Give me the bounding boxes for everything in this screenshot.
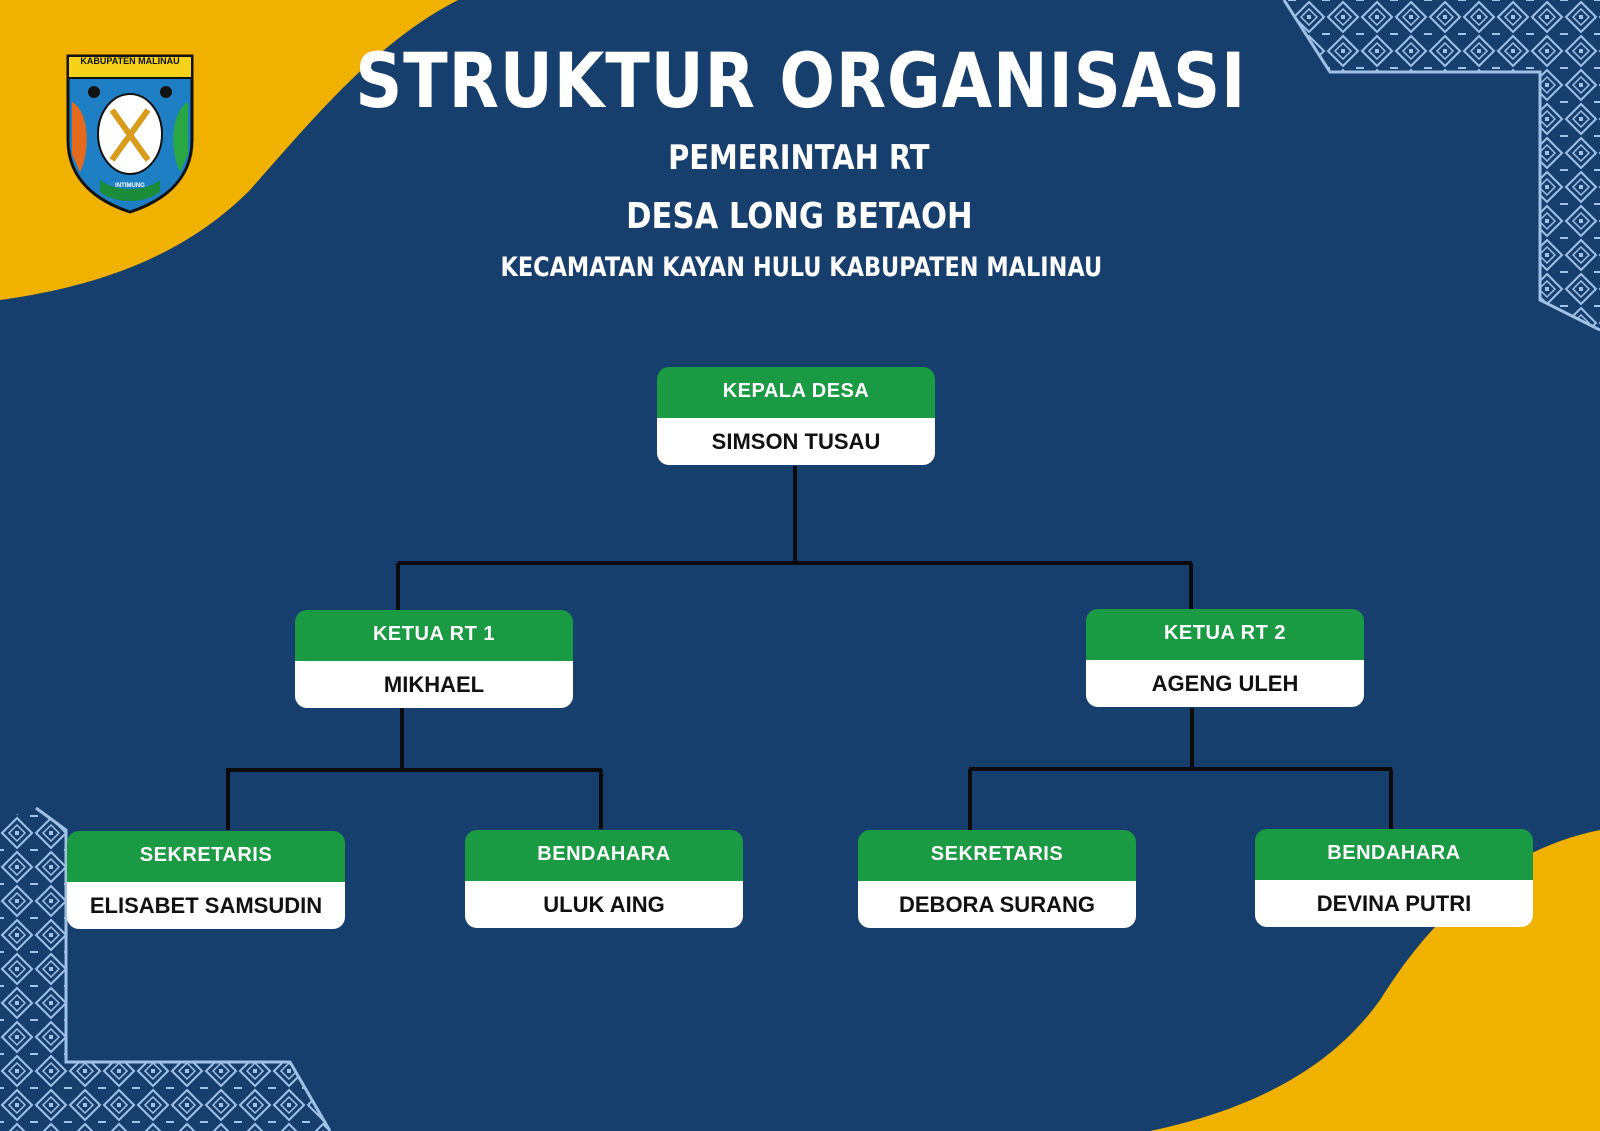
page-title: STRUKTUR ORGANISASI [355,36,1247,125]
subtitle-kecamatan: KECAMATAN KAYAN HULU KABUPATEN MALINAU [500,252,1103,283]
emblem-top-text: KABUPATEN MALINAU [80,56,180,66]
emblem-shield-icon [66,54,194,214]
emblem-bottom-text: INTIMUNG [115,183,145,189]
node-rt2-sekretaris: SEKRETARIS DEBORA SURANG [858,830,1136,928]
node-rt2-bendahara: BENDAHARA DEVINA PUTRI [1255,829,1533,927]
node-role: KEPALA DESA [657,367,935,416]
node-role: KETUA RT 2 [1086,609,1364,658]
node-name: SIMSON TUSAU [657,416,935,465]
node-name: AGENG ULEH [1086,658,1364,707]
node-name: ULUK AING [465,879,743,928]
node-role: BENDAHARA [1255,829,1533,878]
node-role: KETUA RT 1 [295,610,573,659]
node-role: SEKRETARIS [67,831,345,880]
node-ketua-rt-1: KETUA RT 1 MIKHAEL [295,610,573,708]
node-ketua-rt-2: KETUA RT 2 AGENG ULEH [1086,609,1364,707]
node-name: DEVINA PUTRI [1255,878,1533,927]
tribal-pattern-top-right [1282,0,1600,332]
node-kepala-desa: KEPALA DESA SIMSON TUSAU [657,367,935,465]
node-role: SEKRETARIS [858,830,1136,879]
node-name: MIKHAEL [295,659,573,708]
connector-lines [226,466,1393,830]
node-name: ELISABET SAMSUDIN [67,880,345,929]
kabupaten-malinau-emblem: KABUPATEN MALINAU INTIMUNG [60,42,200,214]
node-rt1-bendahara: BENDAHARA ULUK AING [465,830,743,928]
tribal-pattern-bottom-left [0,806,332,1131]
node-role: BENDAHARA [465,830,743,879]
subtitle-desa: DESA LONG BETAOH [626,196,973,237]
subtitle-pemerintah: PEMERINTAH RT [668,138,930,178]
node-name: DEBORA SURANG [858,879,1136,928]
node-rt1-sekretaris: SEKRETARIS ELISABET SAMSUDIN [67,831,345,929]
